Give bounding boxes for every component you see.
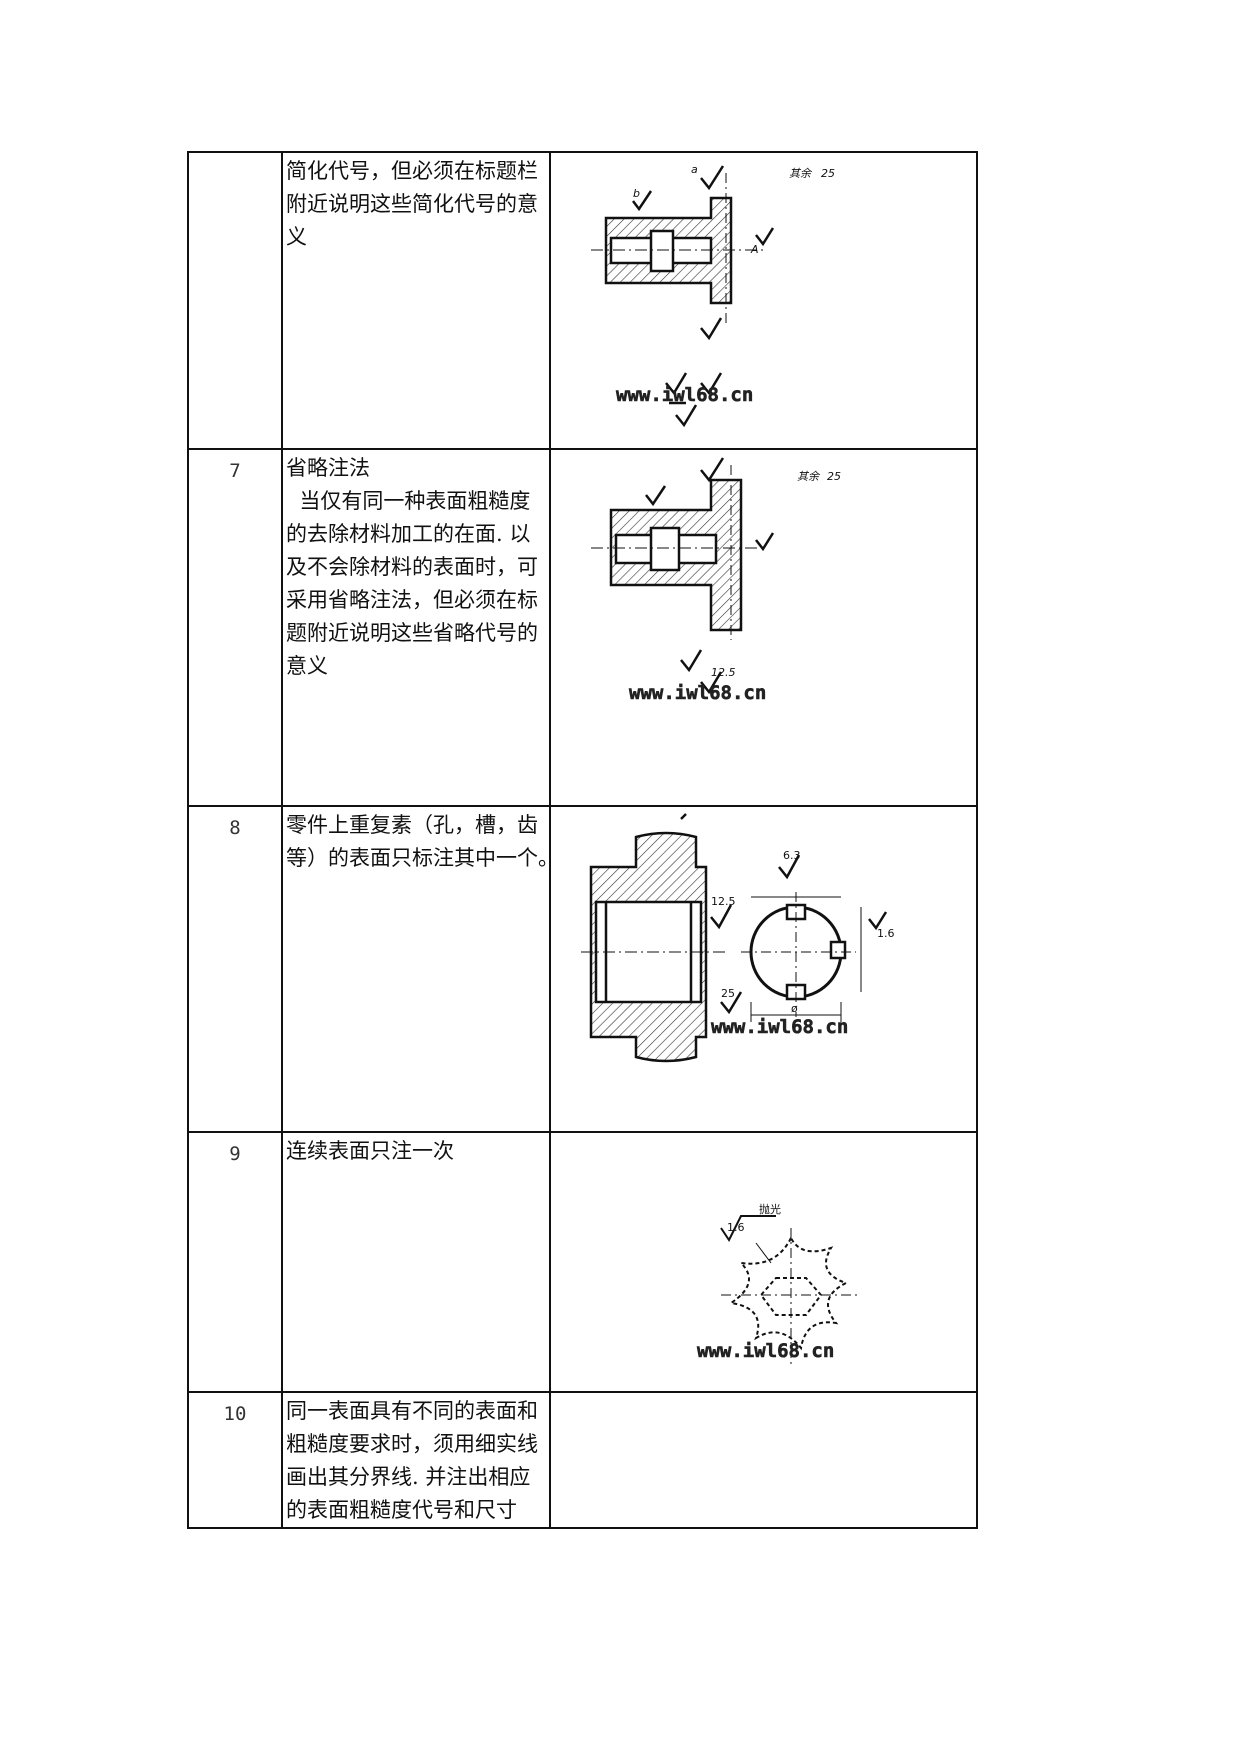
watermark-text: www.iwl68.cn <box>616 384 753 406</box>
flange-part-simplified-symbols-drawing-icon: b a A 其余 25 www.iwl68.cn <box>591 163 835 428</box>
description-line: 的去除材料加工的在面. 以 <box>286 522 531 546</box>
label-12-5: 12.5 <box>711 666 736 679</box>
row-number-cell <box>187 151 283 450</box>
watermark-text: www.iwl68.cn <box>629 682 766 704</box>
label-paoguang: 抛光 <box>759 1202 781 1216</box>
description-line: 连续表面只注一次 <box>286 1139 454 1163</box>
description-line: 同一表面具有不同的表面和 <box>286 1399 538 1423</box>
description-line: 省略注法 <box>286 456 370 480</box>
description-line: 采用省略注法，但必须在标 <box>286 588 538 612</box>
row-description-cell: 零件上重复素（孔，槽，齿 等）的表面只标注其中一个。 <box>281 805 559 1133</box>
watermark-text: www.iwl68.cn <box>711 1016 848 1038</box>
row-number-cell: 9 <box>187 1131 283 1393</box>
label-12-5: 12.5 <box>711 895 736 908</box>
description-line: 及不会除材料的表面时，可 <box>286 555 538 579</box>
row-number: 8 <box>229 817 241 839</box>
row-figure-cell: b a A 其余 25 www.iwl68.cn <box>549 151 978 450</box>
label-qiyu: 其余 <box>797 470 821 483</box>
label-25: 25 <box>821 167 835 180</box>
label-6-3: 6.3 <box>783 849 801 862</box>
label-1-6: 1.6 <box>877 927 895 940</box>
row-description-cell: 同一表面具有不同的表面和 粗糙度要求时，须用细实线 画出其分界线. 并注出相应 … <box>281 1391 551 1529</box>
description-line: 画出其分界线. 并注出相应 <box>286 1465 531 1489</box>
label-25: 25 <box>721 987 735 1000</box>
row-figure-cell <box>549 1391 978 1529</box>
star-profile-continuous-surface-drawing-icon: 1.6 抛光 www.iwl68.cn <box>697 1202 861 1368</box>
row-number <box>189 153 281 163</box>
row-figure-cell: 其余 25 12.5 www.iwl68.cn <box>549 448 978 807</box>
gear-and-keyway-drawing-icon: 12.5 6.3 1.6 ø 25 www.iwl68.cn <box>581 813 895 1063</box>
description-line: 等）的表面只标注其中一个。 <box>286 846 559 870</box>
row-number-cell: 7 <box>187 448 283 807</box>
description-line: 义 <box>286 225 307 249</box>
description-line: 的表面粗糙度代号和尺寸 <box>286 1498 517 1522</box>
label-diameter: ø <box>791 1002 798 1015</box>
table-row: 10 同一表面具有不同的表面和 粗糙度要求时，须用细实线 画出其分界线. 并注出… <box>187 1391 978 1529</box>
description-line: 附近说明这些简化代号的意 <box>286 192 538 216</box>
row-number-cell: 10 <box>187 1391 283 1529</box>
row-number: 9 <box>229 1143 241 1165</box>
row-description-cell: 连续表面只注一次 <box>281 1131 551 1393</box>
flange-part-omitted-symbols-drawing-icon: 其余 25 12.5 www.iwl68.cn <box>591 457 841 704</box>
watermark-text: www.iwl68.cn <box>697 1340 834 1362</box>
label-a: a <box>691 163 698 176</box>
description-line: 意义 <box>286 654 328 678</box>
roughness-rules-table: 简化代号，但必须在标题栏 附近说明这些简化代号的意 义 <box>187 151 978 1529</box>
table-row: 8 零件上重复素（孔，槽，齿 等）的表面只标注其中一个。 <box>187 805 978 1133</box>
table-row: 简化代号，但必须在标题栏 附近说明这些简化代号的意 义 <box>187 151 978 450</box>
table-row: 9 连续表面只注一次 1.6 抛光 www.iwl6 <box>187 1131 978 1393</box>
label-25: 25 <box>827 470 841 483</box>
row-number: 10 <box>223 1403 247 1425</box>
row-number: 7 <box>229 460 241 482</box>
row-figure-cell: 12.5 6.3 1.6 ø 25 www.iwl68.cn <box>549 805 978 1133</box>
description-line: 零件上重复素（孔，槽，齿 <box>286 813 538 837</box>
row-description-cell: 省略注法 当仅有同一种表面粗糙度 的去除材料加工的在面. 以 及不会除材料的表面… <box>281 448 551 807</box>
description-line: 粗糙度要求时，须用细实线 <box>286 1432 538 1456</box>
table-row: 7 省略注法 当仅有同一种表面粗糙度 的去除材料加工的在面. 以 及不会除材料的… <box>187 448 978 807</box>
description-line: 当仅有同一种表面粗糙度 <box>286 489 531 513</box>
row-description-cell: 简化代号，但必须在标题栏 附近说明这些简化代号的意 义 <box>281 151 551 450</box>
row-figure-cell: 1.6 抛光 www.iwl68.cn <box>549 1131 978 1393</box>
label-qiyu: 其余 <box>789 167 813 180</box>
label-b: b <box>633 187 640 200</box>
label-A: A <box>750 243 759 256</box>
label-1-6: 1.6 <box>727 1221 745 1234</box>
description-line: 题附近说明这些省略代号的 <box>286 621 538 645</box>
description-line: 简化代号，但必须在标题栏 <box>286 159 538 183</box>
row-number-cell: 8 <box>187 805 283 1133</box>
